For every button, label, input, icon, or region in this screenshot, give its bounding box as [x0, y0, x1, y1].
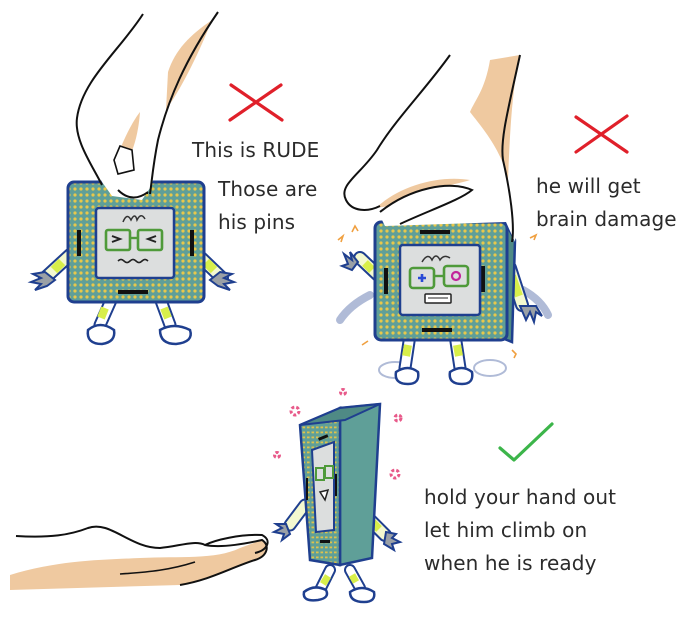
grabbing-hand-1: [75, 11, 219, 200]
green-check-icon: [498, 422, 554, 462]
caption-line: brain damage: [536, 207, 677, 231]
panel-2-illustration: [336, 54, 552, 386]
caption-line: his pins: [218, 210, 296, 234]
grabbing-hand-2: [343, 54, 521, 243]
caption-line: when he is ready: [424, 551, 597, 575]
panel-3-illustration: [10, 388, 403, 604]
open-palm-hand: [10, 525, 269, 590]
cpu-die-face-2: [398, 243, 482, 317]
motion-blur-limbs: [336, 286, 552, 379]
caption-line: hold your hand out: [424, 485, 617, 509]
caption-line: let him climb on: [424, 518, 588, 542]
cpu-legs: [86, 291, 192, 346]
red-x-icon: [228, 83, 284, 122]
cpu-die-face: [94, 206, 176, 280]
caption-line: Those are: [218, 177, 318, 201]
panel-1-illustration: [27, 11, 238, 346]
walking-cpu: [270, 402, 403, 604]
shake-marks: [337, 224, 538, 359]
caption-line: This is RUDE: [192, 138, 320, 162]
panel-3-caption: hold your hand out let him climb on when…: [424, 481, 616, 580]
sparkles: [273, 388, 403, 480]
panel-1-caption-pins: Those are his pins: [218, 173, 317, 239]
panel-2-caption: he will get brain damage: [536, 170, 677, 236]
panel-1-caption-rude: This is RUDE: [192, 134, 319, 167]
caption-line: he will get: [536, 174, 641, 198]
red-x-icon: [574, 114, 629, 154]
